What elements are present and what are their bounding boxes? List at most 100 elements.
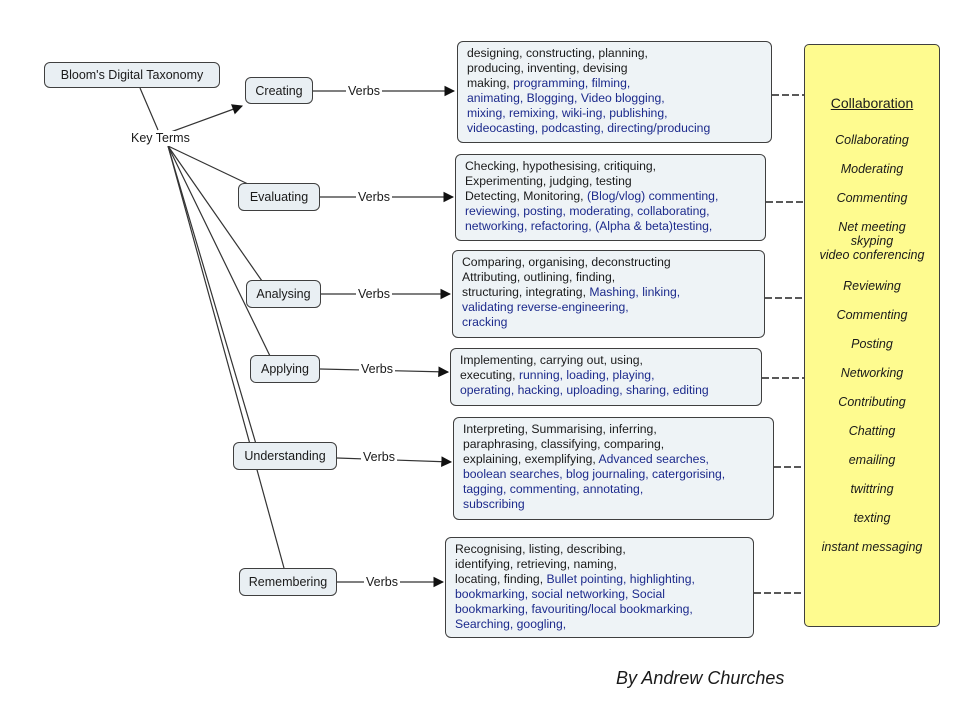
verb-text: explaining, exemplifying,: [463, 452, 599, 466]
verb-text: cracking: [462, 315, 508, 329]
verb-line: validating reverse-engineering,: [462, 300, 758, 315]
credit-text: By Andrew Churches: [616, 668, 785, 688]
verb-text: animating, Blogging, Video blogging,: [467, 91, 665, 105]
collaboration-item-text: skyping: [850, 234, 894, 248]
verb-line: cracking: [462, 315, 758, 330]
verb-text: bookmarking, favouriting/local bookmarki…: [455, 602, 693, 616]
level-node-understanding[interactable]: Understanding: [233, 442, 337, 470]
verbs-box-remembering[interactable]: Recognising, listing, describing,identif…: [445, 537, 754, 638]
collaboration-item-text: twittring: [850, 482, 894, 496]
verb-line: bookmarking, social networking, Social: [455, 587, 747, 602]
verb-text: Interpreting, Summarising, inferring,: [463, 422, 657, 436]
collaboration-item: Reviewing: [805, 279, 939, 293]
verb-text: Searching, googling,: [455, 617, 567, 631]
collaboration-item: Collaborating: [805, 133, 939, 147]
collaboration-item-text: texting: [853, 511, 891, 525]
collaboration-item: Contributing: [805, 395, 939, 409]
verb-line: reviewing, posting, moderating, collabor…: [465, 204, 759, 219]
verb-line: animating, Blogging, Video blogging,: [467, 91, 765, 106]
verb-text: Detecting, Monitoring,: [465, 189, 587, 203]
level-node-creating[interactable]: Creating: [245, 77, 313, 104]
verb-text: operating, hacking, uploading, sharing, …: [460, 383, 709, 397]
verb-text: boolean searches, blog journaling, cater…: [463, 467, 726, 481]
collaboration-item: Commenting: [805, 191, 939, 205]
verb-line: bookmarking, favouriting/local bookmarki…: [455, 602, 747, 617]
collaboration-item-text: video conferencing: [819, 248, 925, 262]
verb-text: (Blog/vlog) commenting,: [586, 189, 719, 203]
collaboration-item-text: Commenting: [836, 191, 908, 205]
verb-text: Advanced searches,: [598, 452, 709, 466]
collaboration-item: Posting: [805, 337, 939, 351]
collaboration-item-text: Reviewing: [843, 279, 901, 293]
collaboration-item: emailing: [805, 453, 939, 467]
root-node[interactable]: Bloom's Digital Taxonomy: [44, 62, 220, 88]
verb-line: Attributing, outlining, finding,: [462, 270, 758, 285]
verb-text: Mashing, linking,: [589, 285, 681, 299]
verbs-box-applying[interactable]: Implementing, carrying out, using,execut…: [450, 348, 762, 406]
collaboration-title: Collaboration: [830, 95, 914, 111]
verb-line: structuring, integrating, Mashing, linki…: [462, 285, 758, 300]
collaboration-item: Networking: [805, 366, 939, 380]
verb-text: Bullet pointing, highlighting,: [546, 572, 695, 586]
collaboration-item: Moderating: [805, 162, 939, 176]
collaboration-item: texting: [805, 511, 939, 525]
verb-text: identifying, retrieving, naming,: [455, 557, 617, 571]
verb-text: executing,: [460, 368, 519, 382]
verb-text: Checking, hypothesising, critiquing,: [465, 159, 657, 173]
collaboration-item-text: emailing: [848, 453, 896, 467]
verb-text: videocasting, podcasting, directing/prod…: [467, 121, 711, 135]
verb-line: Detecting, Monitoring, (Blog/vlog) comme…: [465, 189, 759, 204]
level-node-applying[interactable]: Applying: [250, 355, 320, 383]
verb-line: locating, finding, Bullet pointing, high…: [455, 572, 747, 587]
verb-text: paraphrasing, classifying, comparing,: [463, 437, 665, 451]
verbs-box-evaluating[interactable]: Checking, hypothesising, critiquing,Expe…: [455, 154, 766, 241]
level-node-analysing[interactable]: Analysing: [246, 280, 321, 308]
verbs-label: Verbs: [356, 190, 392, 205]
verb-line: tagging, commenting, annotating,: [463, 482, 767, 497]
verbs-box-understanding[interactable]: Interpreting, Summarising, inferring,par…: [453, 417, 774, 520]
collaboration-item: Commenting: [805, 308, 939, 322]
verb-text: structuring, integrating,: [462, 285, 590, 299]
verb-text: subscribing: [463, 497, 525, 511]
verb-line: Recognising, listing, describing,: [455, 542, 747, 557]
collaboration-item: instant messaging: [805, 540, 939, 554]
verb-line: producing, inventing, devising: [467, 61, 765, 76]
collaboration-item-text: Contributing: [838, 395, 906, 409]
verb-line: subscribing: [463, 497, 767, 512]
collaboration-item: Chatting: [805, 424, 939, 438]
verb-line: paraphrasing, classifying, comparing,: [463, 437, 767, 452]
verb-line: operating, hacking, uploading, sharing, …: [460, 383, 755, 398]
collaboration-item-text: Posting: [851, 337, 893, 351]
verb-text: programming, filming,: [513, 76, 631, 90]
level-node-remembering[interactable]: Remembering: [239, 568, 337, 596]
collaboration-item: twittring: [805, 482, 939, 496]
verb-line: Experimenting, judging, testing: [465, 174, 759, 189]
verb-line: Interpreting, Summarising, inferring,: [463, 422, 767, 437]
verbs-box-creating[interactable]: designing, constructing, planning,produc…: [457, 41, 772, 143]
collaboration-item-text: instant messaging: [821, 540, 923, 554]
verb-line: designing, constructing, planning,: [467, 46, 765, 61]
verb-line: Searching, googling,: [455, 617, 747, 632]
verb-text: networking, refactoring, (Alpha & beta)t…: [465, 219, 713, 233]
verbs-label: Verbs: [346, 84, 382, 99]
verb-text: Attributing, outlining, finding,: [462, 270, 616, 284]
collaboration-item-text: Moderating: [840, 162, 904, 176]
verb-text: making,: [467, 76, 514, 90]
verbs-label: Verbs: [359, 362, 395, 377]
collaboration-item-text: Commenting: [836, 308, 908, 322]
collaboration-item-text: Networking: [840, 366, 904, 380]
key-terms-label: Key Terms: [129, 131, 192, 146]
verb-text: reviewing, posting, moderating, collabor…: [465, 204, 710, 218]
verbs-label: Verbs: [361, 450, 397, 465]
level-node-evaluating[interactable]: Evaluating: [238, 183, 320, 211]
verb-line: Comparing, organising, deconstructing: [462, 255, 758, 270]
verb-line: mixing, remixing, wiki-ing, publishing,: [467, 106, 765, 121]
verb-text: mixing, remixing, wiki-ing, publishing,: [467, 106, 668, 120]
collaboration-item-text: Collaborating: [835, 133, 909, 147]
verbs-label: Verbs: [356, 287, 392, 302]
verb-line: boolean searches, blog journaling, cater…: [463, 467, 767, 482]
